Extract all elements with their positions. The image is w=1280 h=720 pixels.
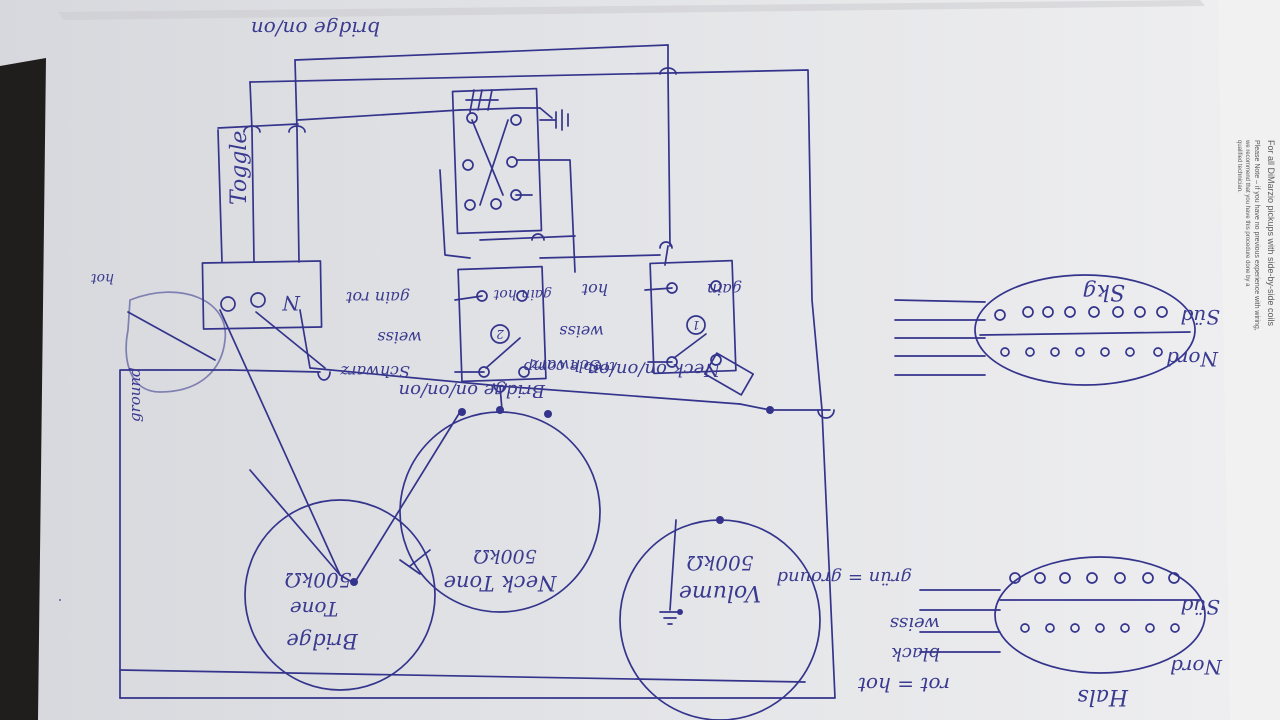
pot-volume: Volume 500kΩ xyxy=(619,406,821,720)
header-bridge-label: bridge on/on xyxy=(251,17,380,41)
toggle-switch-block: N Toggle xyxy=(201,131,323,330)
pot-bridge-tone: Bridge Tone 500kΩ xyxy=(244,499,436,691)
bridge-tone-pot-title-2: Tone xyxy=(290,597,339,621)
pickup-skg: Skg Süd Nord xyxy=(894,274,1220,386)
printed-line-2: Please Note – if you have no previous ex… xyxy=(1253,140,1260,331)
switch-2-gain-hot-label: gain hot xyxy=(493,286,552,302)
pot-neck-tone: Neck Tone 500kΩ xyxy=(399,406,601,613)
switch-2-gain-rot-label: gain rot xyxy=(345,288,410,307)
skg-pole-row-top xyxy=(994,306,1168,321)
switch-1-hot-label: hot xyxy=(581,280,608,299)
legend-green-ground: grün = ground xyxy=(776,567,912,588)
legend-weiss: weiss xyxy=(890,613,940,634)
legend-rot-hot: rot = hot xyxy=(857,673,950,697)
hals-sud-label: Süd xyxy=(1181,595,1220,619)
printed-sheet-background xyxy=(1210,0,1280,720)
toggle-label: Toggle xyxy=(227,131,252,205)
paper-sheet xyxy=(0,0,1230,720)
skg-nord-label: Nord xyxy=(1166,347,1219,371)
switch-1-weiss-label: weiss xyxy=(559,322,604,341)
switch-2-schwarz-label: Schwarz xyxy=(340,362,410,381)
volume-pot-value: 500kΩ xyxy=(687,551,754,575)
color-legend: rot = hot black weiss grün = ground xyxy=(776,567,950,697)
treble-comp-block: treble comp xyxy=(523,352,755,396)
bridge-tone-pot-value: 500kΩ xyxy=(285,568,352,592)
printed-line-3: we recommend that you have this procedur… xyxy=(1244,139,1250,287)
pickup-hals: Hals Süd Nord xyxy=(919,556,1223,709)
neck-mode-label: Neck on/on/on xyxy=(587,359,721,380)
skg-sud-label: Süd xyxy=(1181,305,1220,329)
three-way-switch-block xyxy=(451,87,569,235)
switch-2-weiss-label: weiss xyxy=(377,328,422,347)
switch-1-gain-label: gain xyxy=(707,280,742,299)
bridge-mode-label: Bridge on/on/on xyxy=(399,380,546,401)
bridge-tone-pot-title-1: Bridge xyxy=(286,629,359,653)
printed-line-1: For all DiMarzio pickups with side-by-si… xyxy=(1266,140,1276,327)
printed-line-4: qualified technician. xyxy=(1236,140,1242,193)
jack-hot-label: hot xyxy=(91,270,114,286)
hals-nord-label: Nord xyxy=(1170,655,1223,679)
skg-pickup-label: Skg xyxy=(1083,279,1126,304)
hals-pickup-label: Hals xyxy=(1077,684,1129,709)
treble-comp-label: treble comp xyxy=(523,358,615,376)
wire-crossings xyxy=(243,67,835,419)
switch-2-number: 2 xyxy=(496,327,505,341)
skg-pole-row-bottom xyxy=(1000,347,1163,357)
neck-tone-pot-value: 500kΩ xyxy=(473,545,537,567)
output-jack: hot ground xyxy=(91,270,227,422)
printed-instructions: For all DiMarzio pickups with side-by-si… xyxy=(1236,139,1276,331)
pickup-switch-1: 1 gain hot Schwarz weiss xyxy=(530,259,742,375)
pickup-switch-2: 2 gain hot gain rot Schwarz weiss xyxy=(340,265,552,383)
volume-pot-title: Volume xyxy=(679,580,761,605)
switch-1-number: 1 xyxy=(692,318,700,332)
hals-pole-row-top xyxy=(1009,572,1180,584)
neck-tone-pot-title: Neck Tone xyxy=(444,571,558,595)
hals-pole-row-bottom xyxy=(1020,623,1180,633)
switch-1-schwarz-label: Schwarz xyxy=(530,356,600,375)
jack-ground-label: ground xyxy=(126,367,144,422)
legend-black: black xyxy=(891,643,940,664)
toggle-terminal-n: N xyxy=(281,291,301,315)
wiring-lines xyxy=(119,44,836,699)
